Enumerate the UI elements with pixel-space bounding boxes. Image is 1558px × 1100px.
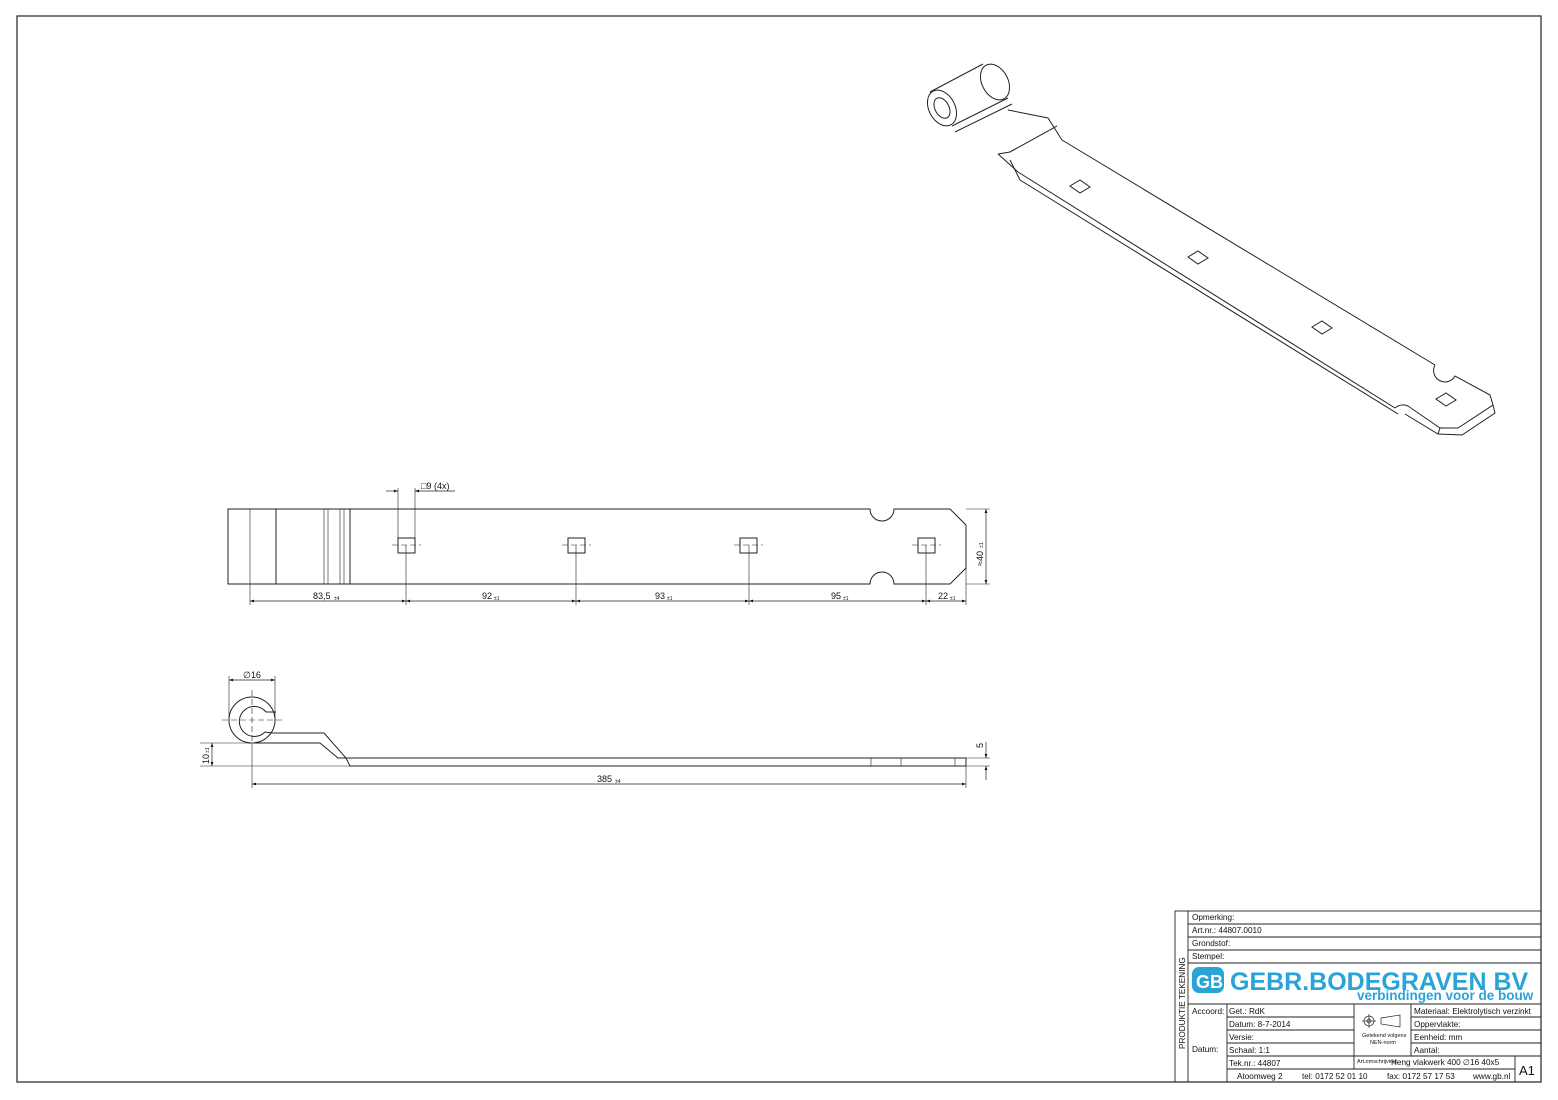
drawing-border bbox=[16, 15, 1542, 1083]
quantity-label: Aantal: bbox=[1414, 1046, 1440, 1055]
sheet-format: A1 bbox=[1519, 1063, 1535, 1078]
drawn-by: Get.: RdK bbox=[1229, 1007, 1265, 1016]
svg-text:±1: ±1 bbox=[979, 542, 985, 548]
isometric-view bbox=[926, 63, 1496, 436]
dim-offset-10: 10 bbox=[201, 754, 211, 764]
dim-width-40: ≈40 bbox=[975, 551, 985, 566]
scale: Schaal: 1:1 bbox=[1229, 1046, 1270, 1055]
eye-inner bbox=[238, 705, 267, 737]
dim-95: 95 bbox=[831, 591, 841, 601]
description-label: Art.omschrijving: bbox=[1357, 1059, 1398, 1065]
square-hole bbox=[397, 537, 416, 554]
company-website: www.gb.nl bbox=[1472, 1072, 1510, 1081]
side-label: PRODUKTIE TEKENING bbox=[1178, 957, 1187, 1049]
dim-92: 92 bbox=[482, 591, 492, 601]
logo-mark: GB bbox=[1196, 972, 1223, 992]
square-hole bbox=[567, 537, 586, 554]
dim-length-385: 385 bbox=[597, 774, 612, 784]
drawing-number: Tek.nr.: 44807 bbox=[1229, 1059, 1281, 1068]
company-address: Atoomweg 2 bbox=[1237, 1072, 1283, 1081]
projection-symbol-icon bbox=[1362, 1014, 1401, 1028]
company-fax: fax: 0172 57 17 53 bbox=[1387, 1072, 1455, 1081]
stempel-label: Stempel: bbox=[1192, 952, 1224, 961]
svg-text:±4: ±4 bbox=[334, 596, 340, 602]
accoord-label: Accoord: bbox=[1192, 1007, 1224, 1016]
art-nr-value: Art.nr.: 44807.0010 bbox=[1192, 926, 1262, 935]
datum-label: Datum: bbox=[1192, 1045, 1218, 1054]
svg-text:±1: ±1 bbox=[950, 596, 956, 602]
hole-size-label: □9 (4x) bbox=[421, 481, 449, 491]
svg-text:±1: ±1 bbox=[843, 596, 849, 602]
projection-note-1: Getekend volgens bbox=[1362, 1033, 1407, 1039]
material: Materiaal: Elektrolytisch verzinkt bbox=[1414, 1007, 1532, 1016]
square-hole bbox=[739, 537, 758, 554]
projection-note-2: NEN-norm bbox=[1370, 1040, 1396, 1046]
top-view: □9 (4x) 83,5 ±4 92 ±1 93 ±1 95 ±1 22 ±1 … bbox=[227, 481, 990, 605]
surface-label: Oppervlakte: bbox=[1414, 1020, 1460, 1029]
company-tagline: verbindingen voor de bouw bbox=[1357, 988, 1534, 1003]
dim-eye-diameter: ∅16 bbox=[243, 670, 261, 680]
drawing-date: Datum: 8-7-2014 bbox=[1229, 1020, 1291, 1029]
svg-text:±1: ±1 bbox=[667, 596, 673, 602]
square-hole bbox=[917, 537, 936, 554]
company-logo: GB GEBR.BODEGRAVEN BV verbindingen voor … bbox=[1192, 967, 1534, 1003]
strap-outline bbox=[227, 508, 967, 585]
dim-83-5: 83,5 bbox=[313, 591, 331, 601]
dim-93: 93 bbox=[655, 591, 665, 601]
unit: Eenheid: mm bbox=[1414, 1033, 1462, 1042]
dim-22: 22 bbox=[938, 591, 948, 601]
side-view: ∅16 10 ±1 5 385 ±4 bbox=[200, 670, 990, 788]
version: Versie: bbox=[1229, 1033, 1254, 1042]
grondstof-label: Grondstof: bbox=[1192, 939, 1230, 948]
article-description: Heng vlakwerk 400 ∅16 40x5 bbox=[1391, 1058, 1500, 1067]
company-name: GEBR.BODEGRAVEN BV bbox=[1230, 968, 1529, 996]
opmerking-label: Opmerking: bbox=[1192, 913, 1234, 922]
svg-text:±4: ±4 bbox=[615, 779, 621, 785]
company-phone: tel: 0172 52 01 10 bbox=[1302, 1072, 1368, 1081]
dim-thickness-5: 5 bbox=[975, 743, 985, 748]
svg-text:±1: ±1 bbox=[494, 596, 500, 602]
title-block: PRODUKTIE TEKENING Opmerking: Art.nr.: 4… bbox=[1174, 910, 1542, 1083]
svg-text:±1: ±1 bbox=[205, 747, 211, 753]
